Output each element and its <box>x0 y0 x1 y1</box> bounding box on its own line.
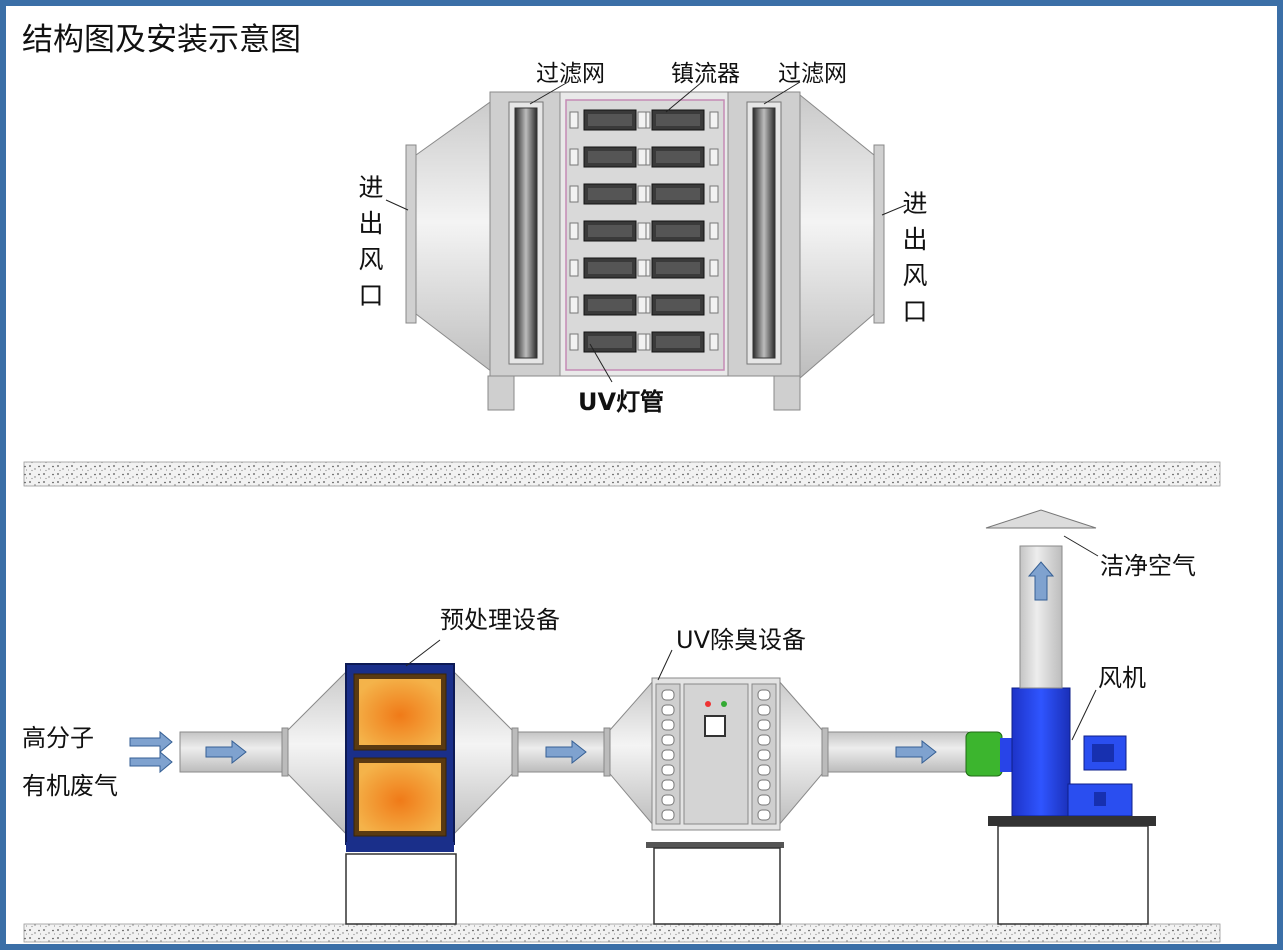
label-clean-air: 洁净空气 <box>1100 552 1196 580</box>
ceiling-strip <box>23 461 1221 487</box>
label-pretreatment: 预处理设备 <box>440 606 560 634</box>
label-uv-deodorizer: UV除臭设备 <box>676 626 806 654</box>
uv-unit-structure <box>385 81 907 411</box>
uv-side-lamp <box>757 809 771 821</box>
uv-side-lamp <box>661 734 675 746</box>
uv-lamp <box>637 257 719 279</box>
rain-cap <box>985 509 1097 529</box>
duct-middle <box>517 731 609 773</box>
uv-stand <box>653 847 781 925</box>
uv-side-lamp <box>757 734 771 746</box>
flexible-coupling <box>965 731 1003 777</box>
page-title: 结构图及安装示意图 <box>22 22 301 58</box>
uv-lamp <box>569 146 651 168</box>
floor-strip <box>23 923 1221 943</box>
label-port-right: 进 出 风 口 <box>902 189 928 326</box>
uv-lamp <box>637 146 719 168</box>
uv-side-lamp <box>661 779 675 791</box>
uv-side-lamp <box>757 794 771 806</box>
uv-side-lamp <box>757 719 771 731</box>
label-filter-right: 过滤网 <box>778 61 847 87</box>
uv-side-lamp <box>757 779 771 791</box>
uv-side-lamp <box>661 704 675 716</box>
label-ballast: 镇流器 <box>671 61 740 87</box>
uv-side-lamp <box>757 749 771 761</box>
uv-side-lamp <box>757 764 771 776</box>
label-fan: 风机 <box>1098 664 1146 692</box>
uv-side-lamp <box>661 764 675 776</box>
label-inlet-line1: 高分子 <box>22 724 94 752</box>
uv-lamp <box>637 220 719 242</box>
fan-unit <box>988 687 1156 925</box>
label-inlet-line2: 有机废气 <box>22 772 118 800</box>
label-filter-left: 过滤网 <box>536 61 605 87</box>
uv-side-lamp <box>661 794 675 806</box>
right-cone <box>799 93 875 380</box>
pretreatment-stand <box>345 853 457 925</box>
uv-side-lamp <box>661 809 675 821</box>
right-filter-mesh <box>752 107 776 359</box>
pretreatment-unit <box>281 639 519 925</box>
label-port-left: 进 出 风 口 <box>358 173 384 310</box>
uv-lamp <box>637 331 719 353</box>
uv-lamp <box>637 294 719 316</box>
uv-lamp <box>637 183 719 205</box>
left-cone <box>415 94 501 380</box>
exhaust-stack <box>985 509 1099 689</box>
uv-lamp <box>569 220 651 242</box>
uv-deodorizer-unit <box>603 649 829 925</box>
left-leg <box>487 375 515 411</box>
label-uv-lamp: UV灯管 <box>578 388 665 416</box>
left-flange <box>405 144 417 324</box>
uv-lamp-grid <box>569 109 719 353</box>
uv-side-lamp <box>661 749 675 761</box>
left-filter-mesh <box>514 107 538 359</box>
fan-stand <box>997 825 1149 925</box>
uv-side-lamp <box>661 719 675 731</box>
inlet-arrows <box>129 730 173 774</box>
uv-lamp <box>637 109 719 131</box>
uv-side-lamp <box>661 689 675 701</box>
installation-diagram <box>129 509 1156 925</box>
right-flange <box>873 144 885 324</box>
uv-side-lamp <box>757 689 771 701</box>
uv-side-lamp <box>757 704 771 716</box>
uv-lamp <box>569 109 651 131</box>
right-leg <box>773 375 801 411</box>
